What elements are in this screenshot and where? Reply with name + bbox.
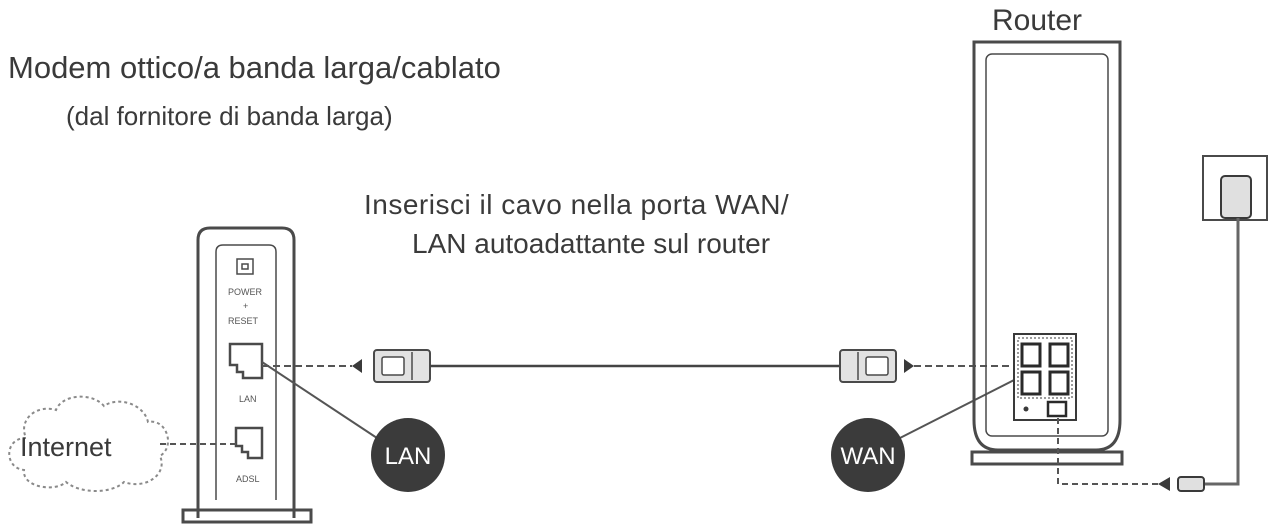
modem-lan-label: LAN [239, 394, 257, 404]
instruction-line-1: Inserisci il cavo nella porta WAN/ [364, 189, 790, 220]
modem-device [181, 226, 313, 524]
instruction-line-2: LAN autoadattante sul router [412, 228, 771, 259]
wan-badge [831, 418, 905, 492]
router-device [970, 40, 1124, 466]
modem-subtitle: (dal fornitore di banda larga) [66, 101, 393, 131]
modem-reset-label: RESET [228, 316, 259, 326]
wall-outlet [1202, 155, 1268, 221]
lan-callout-line [261, 361, 381, 441]
modem-power-button [236, 258, 254, 275]
modem-power-label: POWER [228, 287, 263, 297]
modem-lan-port [228, 342, 264, 380]
modem-adsl-label: ADSL [236, 474, 260, 484]
lan-cable [262, 349, 1014, 383]
lan-badge [371, 418, 445, 492]
lan-connector-plug [373, 349, 431, 383]
modem-plus-label: + [243, 301, 248, 311]
router-port-panel [1013, 333, 1077, 421]
internet-label: Internet [20, 432, 112, 462]
modem-adsl-port [234, 426, 264, 460]
lan-badge-label: LAN [385, 443, 432, 470]
wan-badge-label: WAN [840, 443, 895, 470]
power-cable [1057, 218, 1240, 492]
wan-connector-plug [839, 349, 897, 383]
modem-title: Modem ottico/a banda larga/cablato [8, 50, 501, 85]
router-title: Router [992, 4, 1083, 37]
wan-callout-line [895, 375, 1023, 441]
